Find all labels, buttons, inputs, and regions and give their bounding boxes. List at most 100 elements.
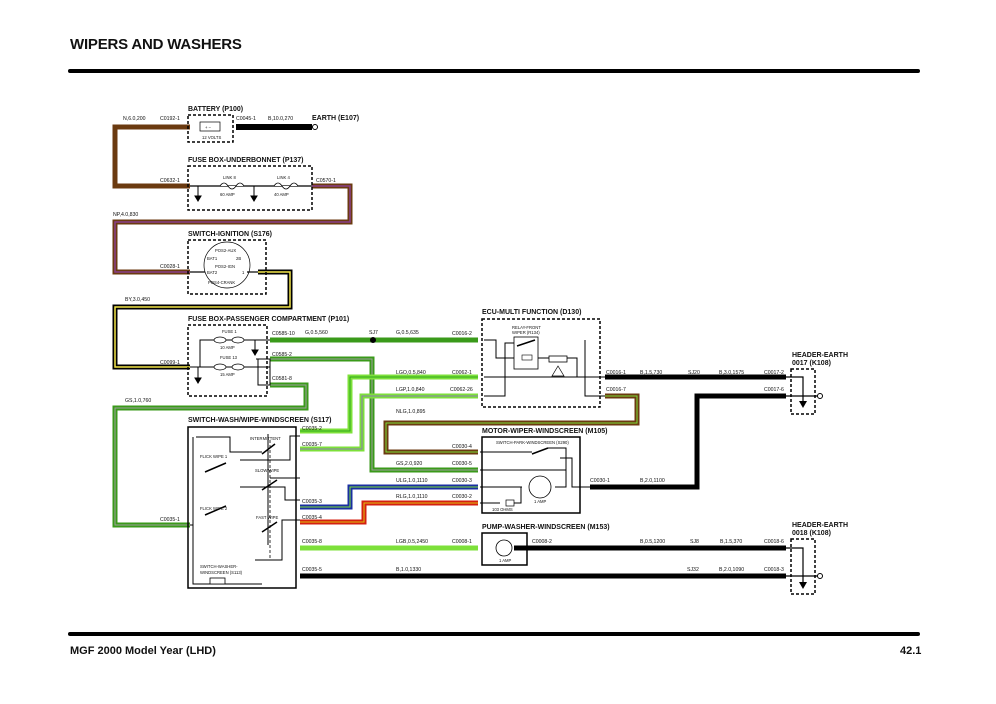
svg-text:PUMP-WASHER-WINDSCREEN (M153): PUMP-WASHER-WINDSCREEN (M153)	[482, 524, 610, 531]
svg-text:C0062-1: C0062-1	[452, 370, 472, 376]
svg-text:FUSE BOX-PASSENGER COMPARTMENT: FUSE BOX-PASSENGER COMPARTMENT (P101)	[188, 316, 349, 323]
svg-text:C0585-2: C0585-2	[272, 352, 292, 358]
footer-model-year: MGF 2000 Model Year (LHD)	[70, 645, 216, 657]
svg-text:1 AMP: 1 AMP	[499, 558, 512, 563]
svg-text:LINK 4: LINK 4	[277, 175, 290, 180]
svg-text:C0035-5: C0035-5	[302, 567, 322, 573]
header-earth-0018: HEADER-EARTH 0018 (K108) C0018-6 C0018-3	[764, 522, 848, 595]
svg-text:0017 (K108): 0017 (K108)	[792, 360, 831, 367]
svg-text:INTERMITTENT: INTERMITTENT	[250, 436, 281, 441]
svg-text:2B: 2B	[236, 256, 241, 261]
svg-text:WIPER (R134): WIPER (R134)	[512, 330, 540, 335]
wire-label: G,0.5,560	[305, 330, 328, 336]
svg-text:C0008-2: C0008-2	[532, 539, 552, 545]
wire-label: B,1.5,730	[640, 370, 662, 376]
svg-text:BAT2: BAT2	[207, 270, 218, 275]
svg-text:C0035-4: C0035-4	[302, 515, 322, 521]
svg-text:HEADER-EARTH: HEADER-EARTH	[792, 522, 848, 529]
svg-text:C0016-1: C0016-1	[606, 370, 626, 376]
svg-text:C0581-8: C0581-8	[272, 376, 292, 382]
wire-n-6-200	[112, 124, 190, 189]
switch-wash-wipe-s117: SWITCH-WASH/WIPE-WINDSCREEN (S117) INTER…	[160, 417, 332, 589]
svg-text:POS2-AUX: POS2-AUX	[215, 248, 236, 253]
splice-label: SJ20	[688, 370, 700, 376]
splice-sj7	[370, 337, 376, 343]
wire-label: GS,2.0,920	[396, 461, 422, 467]
svg-text:FLICK WIPE 1: FLICK WIPE 1	[200, 454, 228, 459]
svg-text:60 AMP: 60 AMP	[220, 192, 235, 197]
svg-text:C0570-1: C0570-1	[316, 178, 336, 184]
svg-text:POS4-CRANK: POS4-CRANK	[208, 280, 235, 285]
wire-label: B,2.0,1100	[640, 478, 665, 484]
svg-text:10 AMP: 10 AMP	[220, 345, 235, 350]
svg-text:HEADER-EARTH: HEADER-EARTH	[792, 352, 848, 359]
svg-text:BATTERY (P100): BATTERY (P100)	[188, 106, 243, 113]
svg-text:1 AMP: 1 AMP	[534, 499, 547, 504]
svg-text:FLICK WIPE 2: FLICK WIPE 2	[200, 506, 228, 511]
svg-text:WINDSCREEN (S113): WINDSCREEN (S113)	[200, 570, 243, 575]
wire-label: LGB,0.5,2450	[396, 539, 428, 545]
earth-e107: EARTH (E107)	[312, 115, 359, 130]
wire-label: ULG,1.0,1110	[396, 478, 428, 484]
svg-text:12 VOLTS: 12 VOLTS	[202, 135, 221, 140]
fusebox-passenger-p101: FUSE BOX-PASSENGER COMPARTMENT (P101) FU…	[160, 316, 349, 397]
svg-text:C0016-2: C0016-2	[452, 331, 472, 337]
svg-text:C0035-7: C0035-7	[302, 442, 322, 448]
svg-text:RELAY-FRONT: RELAY-FRONT	[512, 325, 541, 330]
svg-text:C0035-1: C0035-1	[160, 517, 180, 523]
splice-label: SJ7	[369, 330, 378, 336]
svg-text:BAT1: BAT1	[207, 256, 218, 261]
svg-text:C0099-1: C0099-1	[160, 360, 180, 366]
svg-text:C0017-2: C0017-2	[764, 370, 784, 376]
svg-text:C0035-2: C0035-2	[302, 426, 322, 432]
wire-label: GS,1.0,760	[125, 398, 151, 404]
svg-text:+ −: + −	[205, 125, 212, 130]
footer-rule	[68, 632, 920, 636]
svg-text:C0062-26: C0062-26	[450, 387, 473, 393]
splice-label: SJ32	[687, 567, 699, 573]
header-rule	[68, 69, 920, 73]
svg-text:0018 (K108): 0018 (K108)	[792, 530, 831, 537]
page-title: WIPERS AND WASHERS	[70, 36, 242, 53]
svg-text:ECU-MULTI FUNCTION (D130): ECU-MULTI FUNCTION (D130)	[482, 309, 581, 316]
wire-label: B,0.5,1200	[640, 539, 665, 545]
svg-text:C0585-10: C0585-10	[272, 331, 295, 337]
svg-text:C0192-1: C0192-1	[160, 116, 180, 122]
svg-text:C0632-1: C0632-1	[160, 178, 180, 184]
header-earth-0017: HEADER-EARTH 0017 (K108) C0017-2 C0017-6	[764, 352, 848, 415]
svg-text:C0045-1: C0045-1	[236, 116, 256, 122]
ecu-multifunction-d130: ECU-MULTI FUNCTION (D130) RELAY-FRONT WI…	[450, 309, 626, 408]
wire-b-2-1100	[590, 393, 786, 490]
wire-label: NP,4.0,830	[113, 212, 138, 218]
svg-text:FUSE BOX-UNDERBONNET (P137): FUSE BOX-UNDERBONNET (P137)	[188, 157, 304, 164]
svg-text:40 AMP: 40 AMP	[274, 192, 289, 197]
splice-label: SJ8	[690, 539, 699, 545]
svg-text:C0030-2: C0030-2	[452, 494, 472, 500]
svg-text:FUSE 1: FUSE 1	[222, 329, 237, 334]
svg-text:1: 1	[242, 270, 245, 275]
svg-text:LINK 8: LINK 8	[223, 175, 236, 180]
svg-text:C0030-4: C0030-4	[452, 444, 472, 450]
svg-text:C0030-5: C0030-5	[452, 461, 472, 467]
pump-washer-m153: PUMP-WASHER-WINDSCREEN (M153) 1 AMP C000…	[452, 524, 610, 566]
wire-label: G,0.5,635	[396, 330, 419, 336]
svg-text:C0030-1: C0030-1	[590, 478, 610, 484]
page-number: 42.1	[900, 645, 922, 657]
wire-label: B,1.0,1330	[396, 567, 421, 573]
fusebox-underbonnet-p137: FUSE BOX-UNDERBONNET (P137) LINK 8 60 AM…	[160, 157, 336, 211]
svg-text:C0018-3: C0018-3	[764, 567, 784, 573]
svg-text:FUSE 13: FUSE 13	[220, 355, 238, 360]
wire-label: RLG,1.0,1110	[396, 494, 428, 500]
wire-label: N,6.0,200	[123, 116, 146, 122]
svg-text:SWITCH-WASH/WIPE-WINDSCREEN (S: SWITCH-WASH/WIPE-WINDSCREEN (S117)	[188, 417, 332, 424]
wire-label: LGO,0.5,840	[396, 370, 426, 376]
wire-label: LGP,1.0,840	[396, 387, 425, 393]
svg-text:SWITCH-WASHER-: SWITCH-WASHER-	[200, 564, 238, 569]
svg-text:SWITCH-IGNITION (S176): SWITCH-IGNITION (S176)	[188, 231, 272, 238]
svg-text:SLOW WIPE: SLOW WIPE	[255, 468, 279, 473]
wire-label: BY,3.0,450	[125, 297, 150, 303]
svg-text:103 OHMS: 103 OHMS	[492, 507, 513, 512]
svg-text:MOTOR-WIPER-WINDSCREEN (M105): MOTOR-WIPER-WINDSCREEN (M105)	[482, 428, 607, 435]
svg-text:C0035-3: C0035-3	[302, 499, 322, 505]
